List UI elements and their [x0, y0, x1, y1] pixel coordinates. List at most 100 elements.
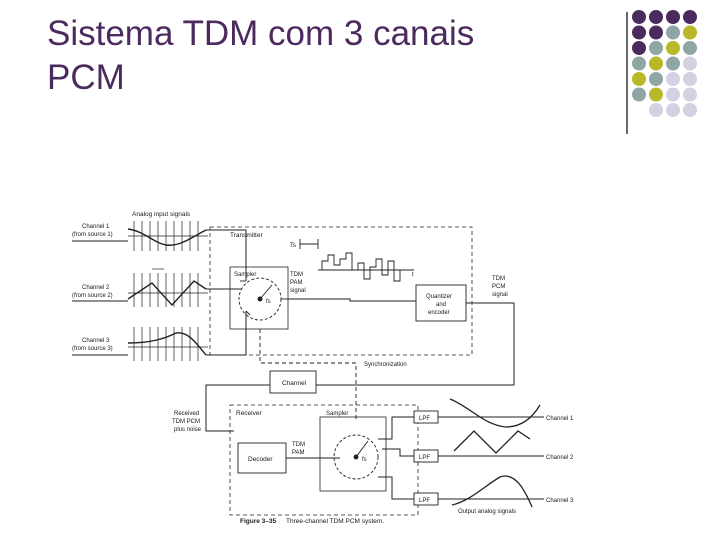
svg-text:(from source 1): (from source 1) [72, 232, 113, 238]
lpf-3-box [413, 492, 439, 506]
svg-text:and: and [436, 302, 446, 308]
quantizer-encoder-label: Quantizer and encoder [426, 294, 452, 316]
synchronization-label: Synchronization [364, 362, 407, 368]
decorative-dot [632, 87, 646, 102]
svg-text:(from source 2): (from source 2) [72, 293, 113, 299]
tdm-pam-rx-label: TDM PAM [292, 442, 305, 456]
input-plots [127, 221, 208, 361]
decorative-dot [683, 41, 697, 55]
decorative-dot [683, 10, 697, 24]
decoder-box [237, 442, 287, 474]
tdm-pcm-signal-label: TDM PCM signal [492, 276, 508, 298]
decorative-dot [683, 72, 697, 86]
received-signal-label: Received TDM PCM plus noise [172, 411, 202, 433]
svg-text:PAM: PAM [290, 280, 303, 286]
decorative-dot [683, 56, 697, 71]
decorative-dot [632, 10, 646, 24]
title-divider [626, 12, 628, 134]
decorative-dot [666, 56, 680, 71]
lpf-wires [378, 416, 544, 500]
svg-text:(from source 3): (from source 3) [72, 346, 113, 352]
sampler-label: Sampler [234, 272, 256, 278]
channel-1-input-label: Channel 1 (from source 1) [72, 224, 113, 238]
svg-text:encoder: encoder [428, 310, 450, 316]
lpf-2-label: LPF [419, 455, 430, 461]
decorative-dot [649, 103, 663, 117]
decorative-dot [666, 10, 680, 24]
slide-title-line-2: PCM [47, 58, 125, 97]
decorative-dot [632, 41, 646, 55]
channel-2-output-label: Channel 2 [546, 455, 574, 461]
lpf-3-label: LPF [419, 498, 430, 504]
svg-text:plus noise: plus noise [174, 427, 202, 433]
decorative-dot [649, 87, 663, 102]
channel-3-output-label: Channel 3 [546, 498, 574, 504]
decorative-dot [649, 72, 663, 86]
tdm-pcm-block-diagram: Analog input signals Channel 1 (from sou… [72, 211, 574, 525]
figure-caption-number: Figure 3–35 [240, 518, 277, 525]
analog-inputs-label: Analog input signals [132, 211, 191, 218]
svg-text:TDM: TDM [290, 272, 303, 278]
decorative-dot [632, 25, 646, 40]
t-label: t [412, 272, 414, 278]
sampler-fs-label: fs [266, 299, 271, 305]
decorative-dot [649, 10, 663, 24]
channel-1-output-label: Channel 1 [546, 416, 574, 422]
receiver-label: Receiver [236, 410, 262, 417]
sampler-rx-fs-label: fs [362, 457, 367, 463]
channel-box [269, 370, 317, 394]
svg-text:PCM: PCM [492, 284, 505, 290]
svg-text:TDM: TDM [292, 442, 305, 448]
pam-to-quantizer-wire [288, 298, 416, 302]
channel-box-label: Channel [282, 380, 307, 387]
decorative-dot [683, 103, 697, 117]
sampler-rx-switch [333, 434, 379, 480]
decorative-dot [683, 25, 697, 40]
slide-title-line-1: Sistema TDM com 3 canais [47, 14, 475, 53]
lpf-2-box [413, 449, 439, 463]
channel-2-input-label: Channel 2 (from source 2) [72, 285, 113, 299]
svg-text:Quantizer: Quantizer [426, 294, 452, 300]
pcm-output-wire [316, 302, 515, 386]
tdm-pam-signal-label: TDM PAM signal [290, 272, 306, 294]
decorative-dot [649, 56, 663, 71]
svg-text:signal: signal [290, 288, 306, 294]
decorative-dot [649, 25, 663, 40]
transmitter-box [209, 226, 473, 356]
receiver-box [229, 404, 419, 516]
sampler-box [229, 266, 289, 330]
quantizer-encoder-box [415, 284, 467, 322]
svg-text:Channel 3: Channel 3 [82, 338, 110, 344]
output-analog-label: Output analog signals [458, 509, 516, 515]
channel-to-receiver-wire [205, 384, 270, 432]
decorative-dot [649, 41, 663, 55]
slide-title: Sistema TDM com 3 canais PCM [47, 12, 474, 100]
svg-text:signal: signal [492, 292, 508, 298]
svg-text:PAM: PAM [292, 450, 305, 456]
sync-line [259, 329, 357, 419]
svg-text:Received: Received [174, 411, 199, 417]
decorative-dot [666, 72, 680, 86]
output-waveforms [449, 398, 541, 508]
lpf-1-box [413, 410, 439, 424]
svg-text:Channel 1: Channel 1 [82, 224, 110, 230]
sampler-rx-label: Sampler [326, 411, 348, 417]
decorative-dot [666, 87, 680, 102]
decorative-dot [632, 72, 646, 86]
decoder-label: Decoder [248, 456, 273, 463]
tdm-pam-waveform [299, 239, 414, 282]
sampler-rx-box [319, 416, 387, 492]
decorative-dot [683, 87, 697, 102]
transmitter-label: Transmitter [230, 232, 263, 239]
decorative-dot [666, 41, 680, 55]
channel-3-input-label: Channel 3 (from source 3) [72, 338, 113, 352]
svg-text:TDM PCM: TDM PCM [172, 419, 200, 425]
svg-text:Channel 2: Channel 2 [82, 285, 110, 291]
decorative-dot [666, 25, 680, 40]
decorative-dot [632, 56, 646, 71]
decorative-dot [666, 103, 680, 117]
svg-text:TDM: TDM [492, 276, 505, 282]
decorative-dot-grid [632, 10, 697, 117]
ts-label: Ts [290, 243, 296, 249]
figure-caption-text: Three-channel TDM PCM system. [286, 518, 384, 525]
